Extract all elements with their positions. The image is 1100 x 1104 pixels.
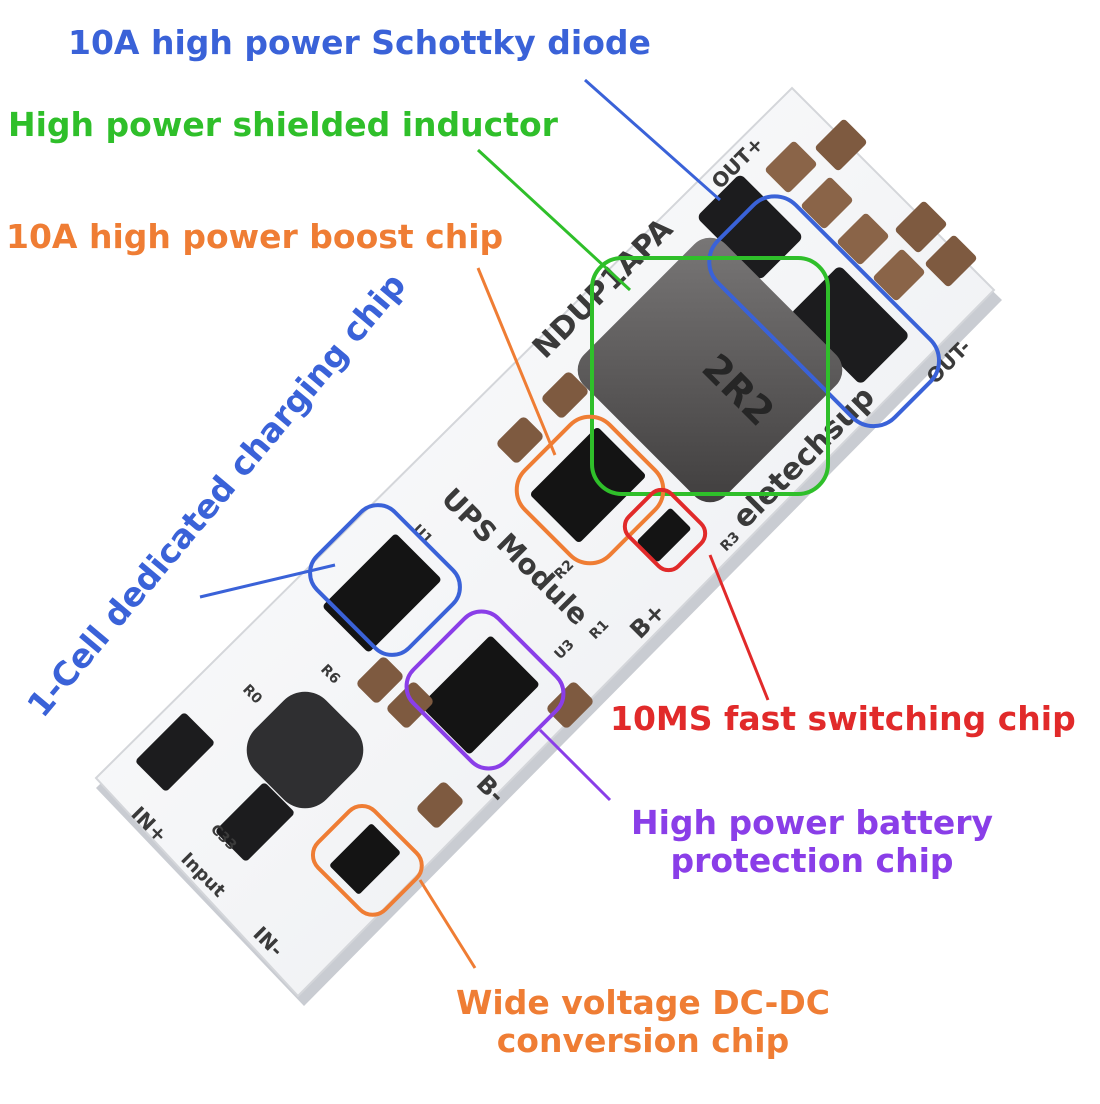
diode-leader	[584, 78, 721, 202]
battery-protection-chip	[421, 636, 539, 754]
battery-protection-callout: High power battery protection chip	[612, 804, 1012, 880]
inductor-leader	[476, 148, 632, 292]
dcdc-leader	[418, 879, 477, 969]
schottky-diode-chips	[698, 175, 908, 383]
output-capacitors	[765, 119, 977, 301]
boost-chip-callout: 10A high power boost chip	[6, 217, 504, 256]
switching-highlight	[622, 487, 708, 573]
switching-leader	[708, 554, 770, 701]
boost-chip	[530, 427, 646, 543]
passive-components	[136, 372, 593, 861]
protection-leader	[538, 728, 612, 802]
input-inductor	[246, 691, 364, 809]
fast-switching-chip	[637, 508, 691, 562]
dcdc-line1: Wide voltage DC-DC	[456, 983, 830, 1022]
boost-highlight	[514, 414, 666, 566]
dcdc-highlight	[310, 803, 424, 917]
charging-chip-u1	[323, 534, 441, 652]
charging-highlight	[308, 503, 462, 657]
shielded-inductor-callout: High power shielded inductor	[8, 105, 558, 144]
fast-switching-callout: 10MS fast switching chip	[610, 699, 1076, 738]
dcdc-line2: conversion chip	[496, 1020, 790, 1060]
diode-highlight	[707, 194, 941, 429]
inductor-highlight	[590, 256, 830, 496]
dcdc-callout: Wide voltage DC-DC conversion chip	[438, 984, 848, 1060]
battery-protection-line1: High power battery	[630, 803, 994, 842]
charging-leader	[199, 563, 336, 599]
shielded-inductor: 2R2	[577, 237, 843, 503]
dcdc-chip	[330, 824, 400, 894]
protection-highlight	[404, 609, 566, 771]
boost-leader	[476, 267, 557, 456]
battery-protection-line2: protection chip	[670, 840, 954, 880]
schottky-diode-callout: 10A high power Schottky diode	[68, 23, 651, 62]
